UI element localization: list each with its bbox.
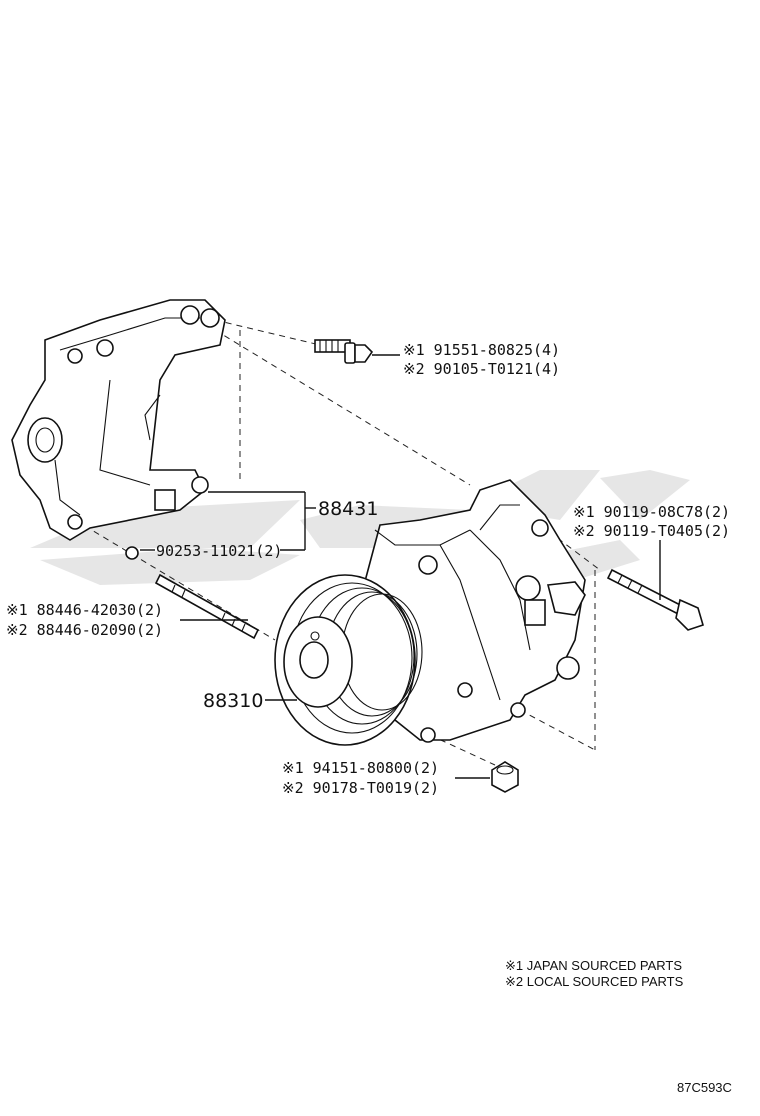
nut-label-2: ※2 90178-T0019(2) xyxy=(282,779,439,797)
stud-label-2: ※2 88446-02090(2) xyxy=(6,621,163,639)
compressor-label: 88310 xyxy=(203,690,263,712)
diagram-code: 87C593C xyxy=(677,1080,732,1095)
stud-label-1: ※1 88446-42030(2) xyxy=(6,601,163,619)
leader-lines xyxy=(140,354,661,779)
bolt-right-icon xyxy=(606,568,704,631)
legend-japan: ※1 JAPAN SOURCED PARTS xyxy=(505,958,682,973)
legend-local: ※2 LOCAL SOURCED PARTS xyxy=(505,974,684,989)
bolt-top-label-2: ※2 90105-T0121(4) xyxy=(403,360,560,378)
plug-icon xyxy=(125,546,139,560)
bracket-label: 88431 xyxy=(318,498,378,520)
bolt-right-label-2: ※2 90119-T0405(2) xyxy=(573,522,730,540)
compressor-part xyxy=(274,479,586,746)
bolt-top-icon xyxy=(314,339,374,364)
bolt-top-label-1: ※1 91551-80825(4) xyxy=(403,341,560,359)
bolt-right-label-1: ※1 90119-08C78(2) xyxy=(573,503,730,521)
plug-label: 90253-11021(2) xyxy=(156,542,282,560)
bracket-part xyxy=(11,299,226,541)
stud-icon xyxy=(154,573,260,640)
nut-icon xyxy=(491,761,519,793)
nut-label-1: ※1 94151-80800(2) xyxy=(282,759,439,777)
